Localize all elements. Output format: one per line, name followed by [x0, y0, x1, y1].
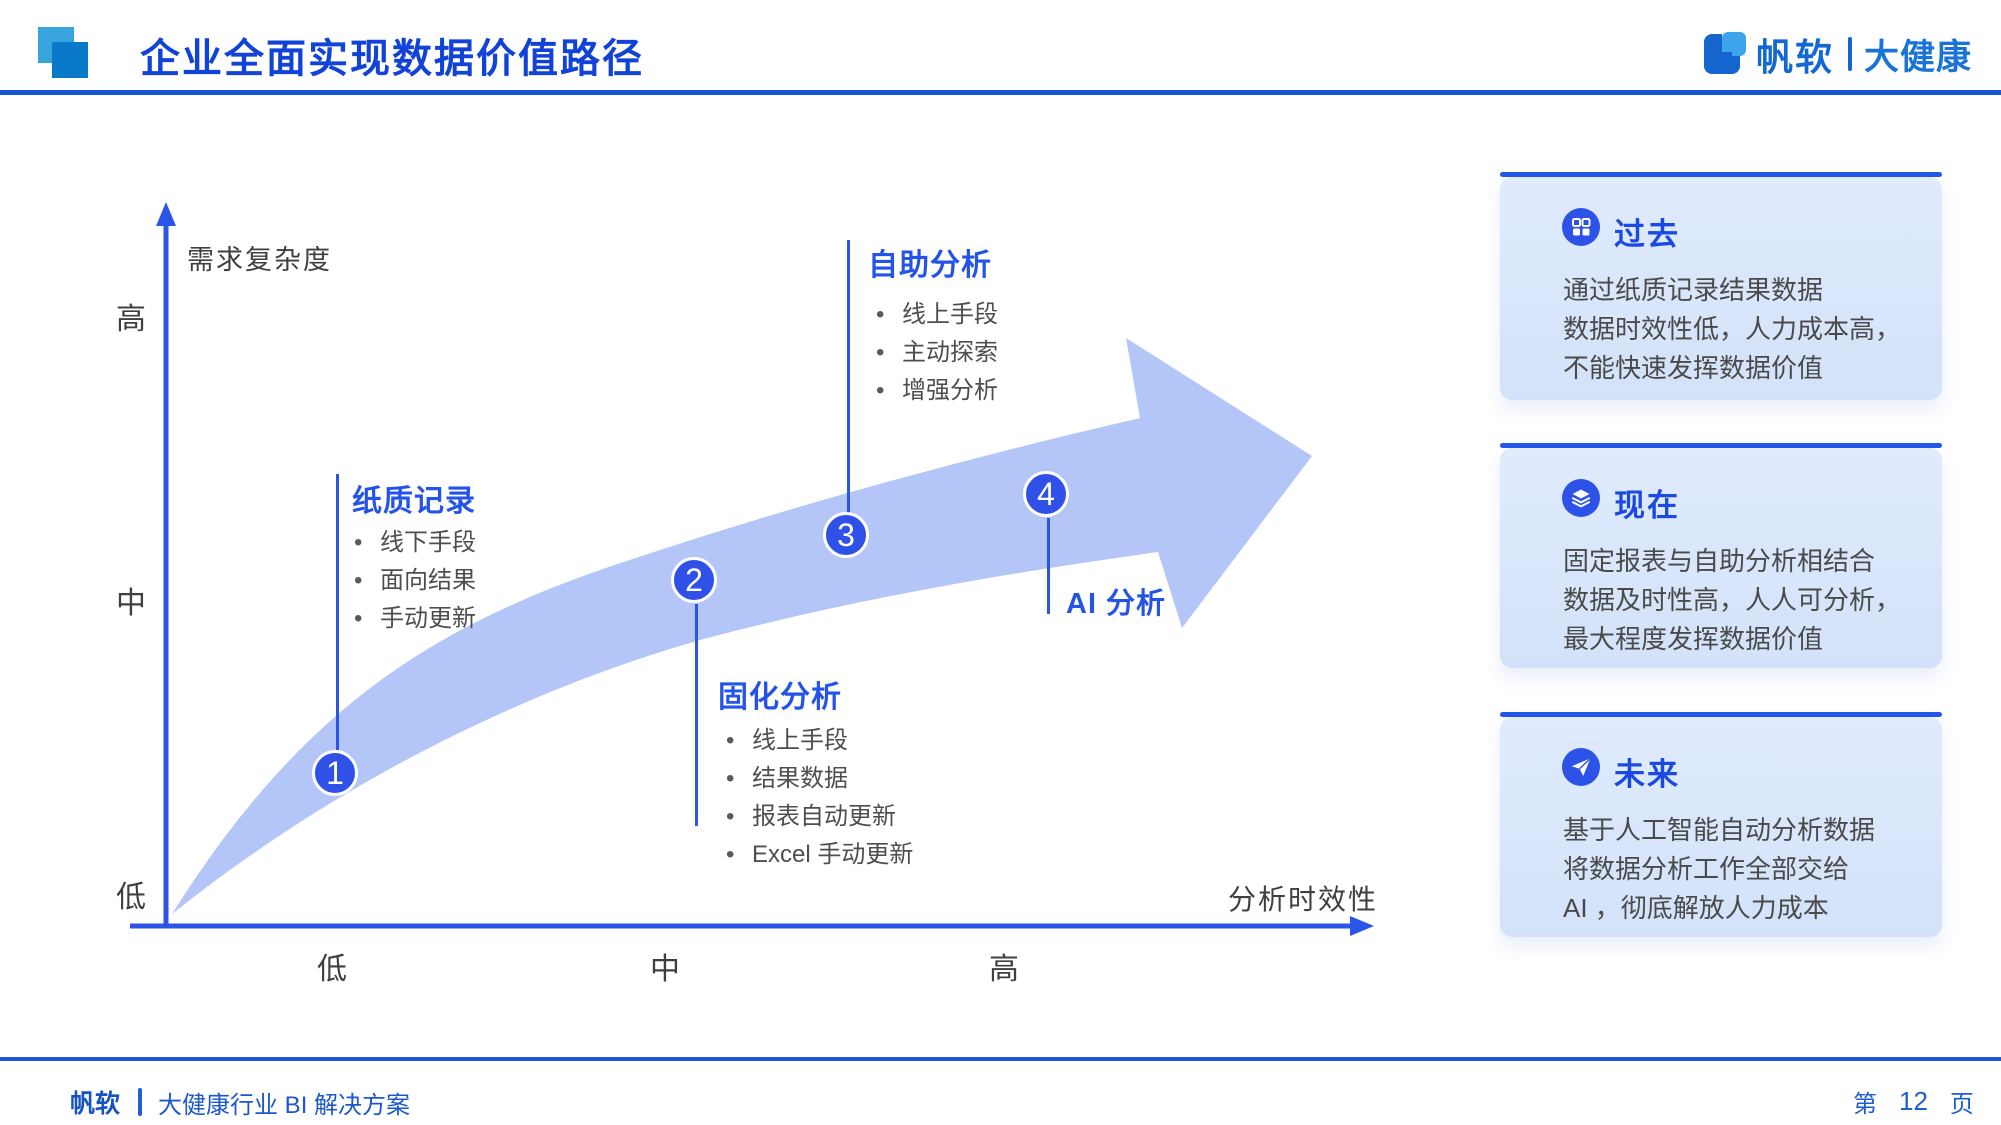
x-axis-label: 分析时效性: [1228, 884, 1379, 915]
grid-icon: [1562, 208, 1600, 246]
card-top-accent-bar: [1500, 172, 1942, 177]
card-title-future: 未来: [1614, 757, 1680, 792]
brand-lockup: 帆软 大健康: [1700, 28, 1972, 80]
x-axis-arrowhead: [1350, 916, 1374, 936]
y-axis-arrowhead: [156, 202, 176, 226]
card-title-present: 现在: [1614, 488, 1680, 523]
card-text-line: 不能快速发挥数据价值: [1563, 353, 1824, 383]
card-text-line: 数据及时性高，人人可分析，: [1563, 585, 1902, 615]
stage3-connector-line: [847, 240, 850, 516]
page-title: 企业全面实现数据价值路径: [140, 37, 644, 81]
card-text-past: 通过纸质记录结果数据 数据时效性低，人力成本高， 不能快速发挥数据价值: [1563, 271, 1901, 388]
stage3-title: 自助分析: [868, 249, 992, 282]
x-tick-mid: 中: [650, 953, 680, 986]
bullet-item: 线下手段: [350, 524, 476, 562]
stage3-bullet-list: 线上手段 主动探索 增强分析: [872, 296, 998, 410]
y-tick-low: 低: [116, 881, 146, 914]
card-text-line: 固定报表与自助分析相结合: [1563, 546, 1876, 576]
brand-name: 帆软: [1756, 37, 1834, 78]
bullet-item: 结果数据: [722, 760, 913, 798]
slide-logo-front-square: [52, 42, 88, 78]
x-tick-low: 低: [317, 953, 347, 986]
footer-brand-group: 帆软 大健康行业 BI 解决方案: [70, 1086, 411, 1119]
bullet-item: 手动更新: [350, 600, 476, 638]
card-text-line: 将数据分析工作全部交给: [1563, 854, 1850, 884]
x-tick-high: 高: [989, 953, 1019, 986]
page-number-suffix: 页: [1949, 1090, 1974, 1118]
card-body: 未来 基于人工智能自动分析数据 将数据分析工作全部交给 AI ，彻底解放人力成本: [1500, 717, 1942, 937]
stage2-number-badge: 2: [671, 557, 717, 603]
bullet-item: 报表自动更新: [722, 798, 913, 836]
bullet-item: Excel 手动更新: [722, 836, 913, 874]
brand-divider: [1848, 37, 1852, 71]
card-top-accent-bar: [1500, 443, 1942, 448]
card-text-present: 固定报表与自助分析相结合 数据及时性高，人人可分析， 最大程度发挥数据价值: [1563, 542, 1901, 659]
footer-brand: 帆软: [70, 1090, 121, 1118]
bullet-item: 线上手段: [722, 722, 913, 760]
footer-brand-divider: [138, 1088, 143, 1116]
bullet-item: 线上手段: [872, 296, 998, 334]
stage2-connector-line: [695, 604, 698, 826]
stage2-bullet-list: 线上手段 结果数据 报表自动更新 Excel 手动更新: [722, 722, 913, 874]
card-future: 未来 基于人工智能自动分析数据 将数据分析工作全部交给 AI ，彻底解放人力成本: [1500, 712, 1942, 937]
stage1-title: 纸质记录: [352, 485, 476, 518]
stage4-connector-line: [1047, 518, 1050, 614]
footer-divider: [0, 1057, 2001, 1061]
card-top-accent-bar: [1500, 712, 1942, 717]
card-past: 过去 通过纸质记录结果数据 数据时效性低，人力成本高， 不能快速发挥数据价值: [1500, 172, 1942, 400]
y-axis-label: 需求复杂度: [187, 245, 332, 275]
card-text-line: 数据时效性低，人力成本高，: [1563, 314, 1902, 344]
card-text-line: 基于人工智能自动分析数据: [1563, 815, 1876, 845]
card-text-future: 基于人工智能自动分析数据 将数据分析工作全部交给 AI ，彻底解放人力成本: [1563, 811, 1875, 928]
y-tick-mid: 中: [116, 587, 146, 620]
card-text-line: AI ，彻底解放人力成本: [1563, 893, 1829, 923]
stage3-number-badge: 3: [823, 512, 869, 558]
card-present: 现在 固定报表与自助分析相结合 数据及时性高，人人可分析， 最大程度发挥数据价值: [1500, 443, 1942, 668]
stage1-number-badge: 1: [312, 750, 358, 796]
card-text-line: 最大程度发挥数据价值: [1563, 624, 1824, 654]
stage2-title: 固化分析: [718, 681, 842, 714]
page-number: 12: [1899, 1085, 1928, 1116]
card-body: 现在 固定报表与自助分析相结合 数据及时性高，人人可分析， 最大程度发挥数据价值: [1500, 448, 1942, 668]
fanruan-logo-icon: [1704, 32, 1746, 74]
header-divider: [0, 90, 2001, 95]
footer-doc-title: 大健康行业 BI 解决方案: [158, 1091, 411, 1119]
layers-icon: [1562, 479, 1600, 517]
paper-plane-icon: [1562, 748, 1600, 786]
stage4-title: AI 分析: [1066, 588, 1167, 620]
bullet-item: 面向结果: [350, 562, 476, 600]
bullet-item: 主动探索: [872, 334, 998, 372]
page-number-prefix: 第: [1853, 1090, 1877, 1118]
stage4-number-badge: 4: [1023, 471, 1069, 517]
card-text-line: 通过纸质记录结果数据: [1563, 275, 1824, 305]
card-title-past: 过去: [1614, 217, 1680, 252]
stage1-bullet-list: 线下手段 面向结果 手动更新: [350, 524, 476, 638]
stage1-connector-line: [336, 474, 339, 750]
bullet-item: 增强分析: [872, 372, 998, 410]
page-number-group: 第 12 页: [1853, 1085, 1974, 1118]
card-body: 过去 通过纸质记录结果数据 数据时效性低，人力成本高， 不能快速发挥数据价值: [1500, 177, 1942, 400]
brand-sub: 大健康: [1864, 37, 1973, 77]
y-tick-high: 高: [116, 303, 146, 336]
